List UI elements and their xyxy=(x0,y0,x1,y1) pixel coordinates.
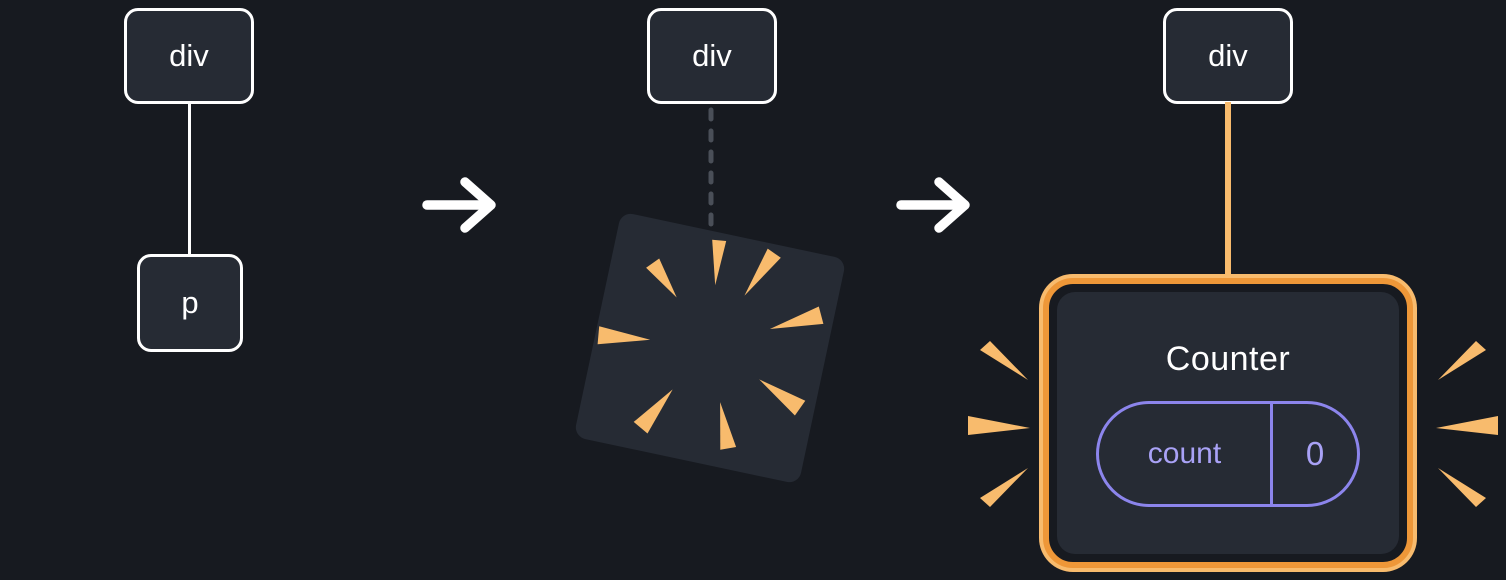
destroyed-node-burst-icon xyxy=(575,213,845,483)
state-value: 0 xyxy=(1305,434,1325,472)
dom-node-div: div xyxy=(647,8,777,104)
emphasis-sparks-left-icon xyxy=(968,341,1030,507)
counter-body: Counter count 0 xyxy=(1057,292,1399,554)
dom-node-div-label: div xyxy=(1208,38,1248,73)
pending-edge-dashed-line xyxy=(708,107,714,232)
component-edge xyxy=(1225,102,1231,276)
emphasis-sparks-right-icon xyxy=(1436,341,1498,507)
dom-node-div: div xyxy=(1163,8,1293,104)
dom-node-p: p xyxy=(137,254,243,352)
state-key: count xyxy=(1147,436,1222,470)
arrow-right-icon xyxy=(896,177,970,233)
counter-component: Counter count 0 xyxy=(1043,278,1413,568)
dom-node-p-label: p xyxy=(181,285,199,320)
state-pill: count 0 xyxy=(1096,400,1360,507)
tree-edge xyxy=(188,102,191,256)
arrow-right-icon xyxy=(422,177,496,233)
dom-node-div: div xyxy=(124,8,254,104)
counter-title: Counter xyxy=(1165,339,1291,378)
pill-divider xyxy=(1270,403,1273,504)
dom-node-div-label: div xyxy=(169,38,209,73)
dom-node-div-label: div xyxy=(692,38,732,73)
